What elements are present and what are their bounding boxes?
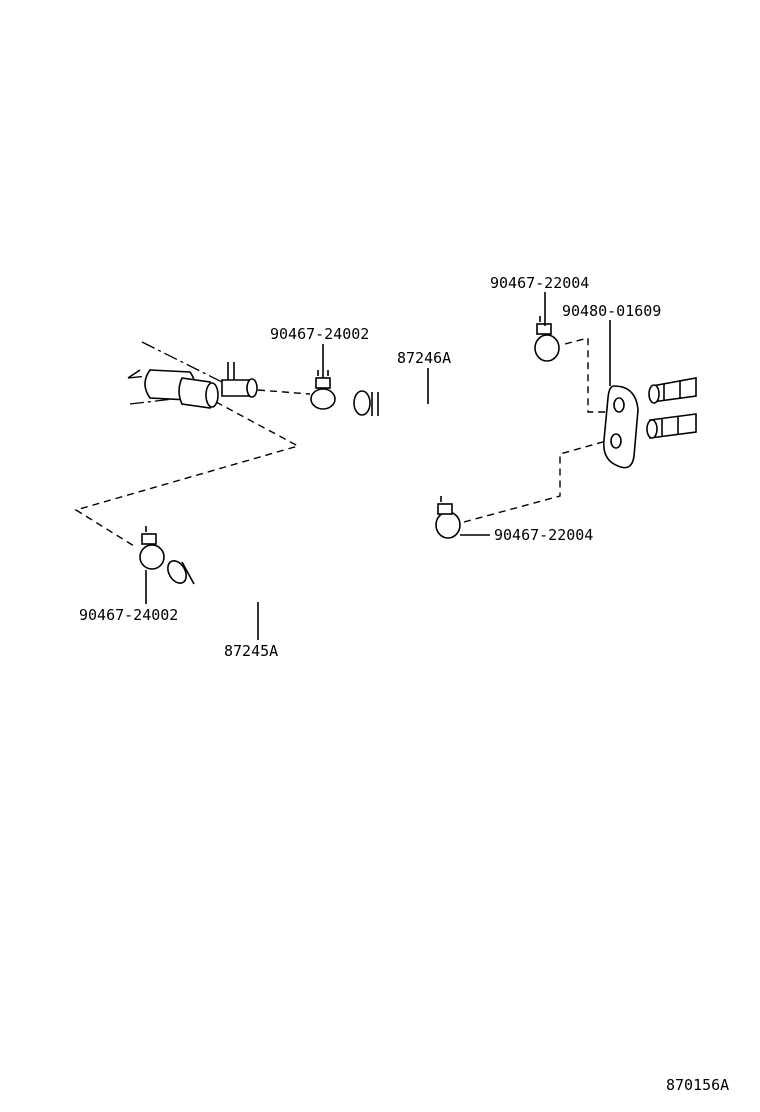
connection-lines xyxy=(74,337,611,547)
figure-code: 870156A xyxy=(666,1076,729,1094)
callout-clamp-top-right: 90467-22004 xyxy=(490,274,589,292)
callout-clamp-mid-right: 90467-22004 xyxy=(494,526,593,544)
hose-87246a xyxy=(353,338,530,470)
plate-90480-01609 xyxy=(602,385,639,469)
clamp-90467-22004-upper xyxy=(534,316,560,362)
callout-clamp-bottom-left: 90467-24002 xyxy=(79,606,178,624)
callout-plate: 90480-01609 xyxy=(562,302,661,320)
leader-lines xyxy=(145,292,611,640)
clamp-90467-24002-lower xyxy=(139,526,165,570)
heater-pipes xyxy=(646,377,697,439)
engine-pipe-fitting xyxy=(127,341,258,409)
clamp-90467-22004-lower xyxy=(435,496,461,539)
callout-hose-upper: 87246A xyxy=(397,349,451,367)
callout-clamp-top-left: 90467-24002 xyxy=(270,325,369,343)
hose-87245a xyxy=(167,514,472,607)
callout-hose-lower: 87245A xyxy=(224,642,278,660)
